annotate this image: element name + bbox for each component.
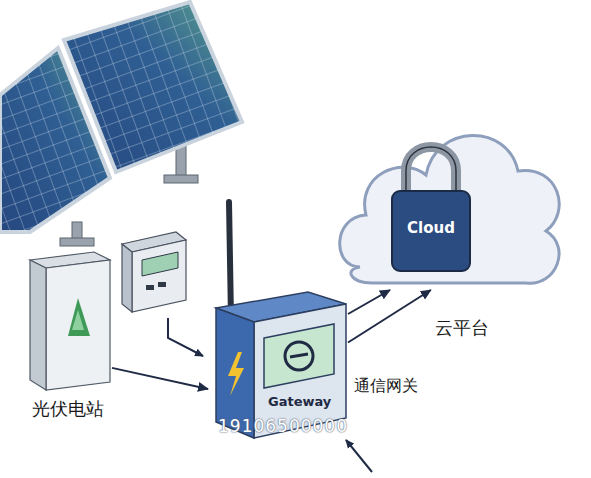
data-arrow (112, 368, 208, 389)
node-shape (330, 95, 570, 290)
cloud-label: 云平台 (435, 317, 489, 339)
solar-panel (0, 2, 242, 232)
data-arrow (348, 290, 431, 343)
lock-text: Cloud (407, 219, 455, 237)
inverter-box: 光伏电站 (28, 250, 112, 392)
cloud-platform: Cloud云平台 (330, 95, 570, 290)
gateway-text: Gateway (268, 394, 331, 410)
data-arrow (346, 440, 372, 472)
node-shape (28, 250, 112, 392)
station-label: 光伏电站 (32, 398, 104, 420)
data-arrow (348, 290, 390, 314)
watermark: 19106500000 (218, 416, 348, 436)
gateway-label: 通信网关 (354, 376, 418, 395)
electric-meter (122, 232, 186, 312)
data-arrow (168, 318, 203, 356)
